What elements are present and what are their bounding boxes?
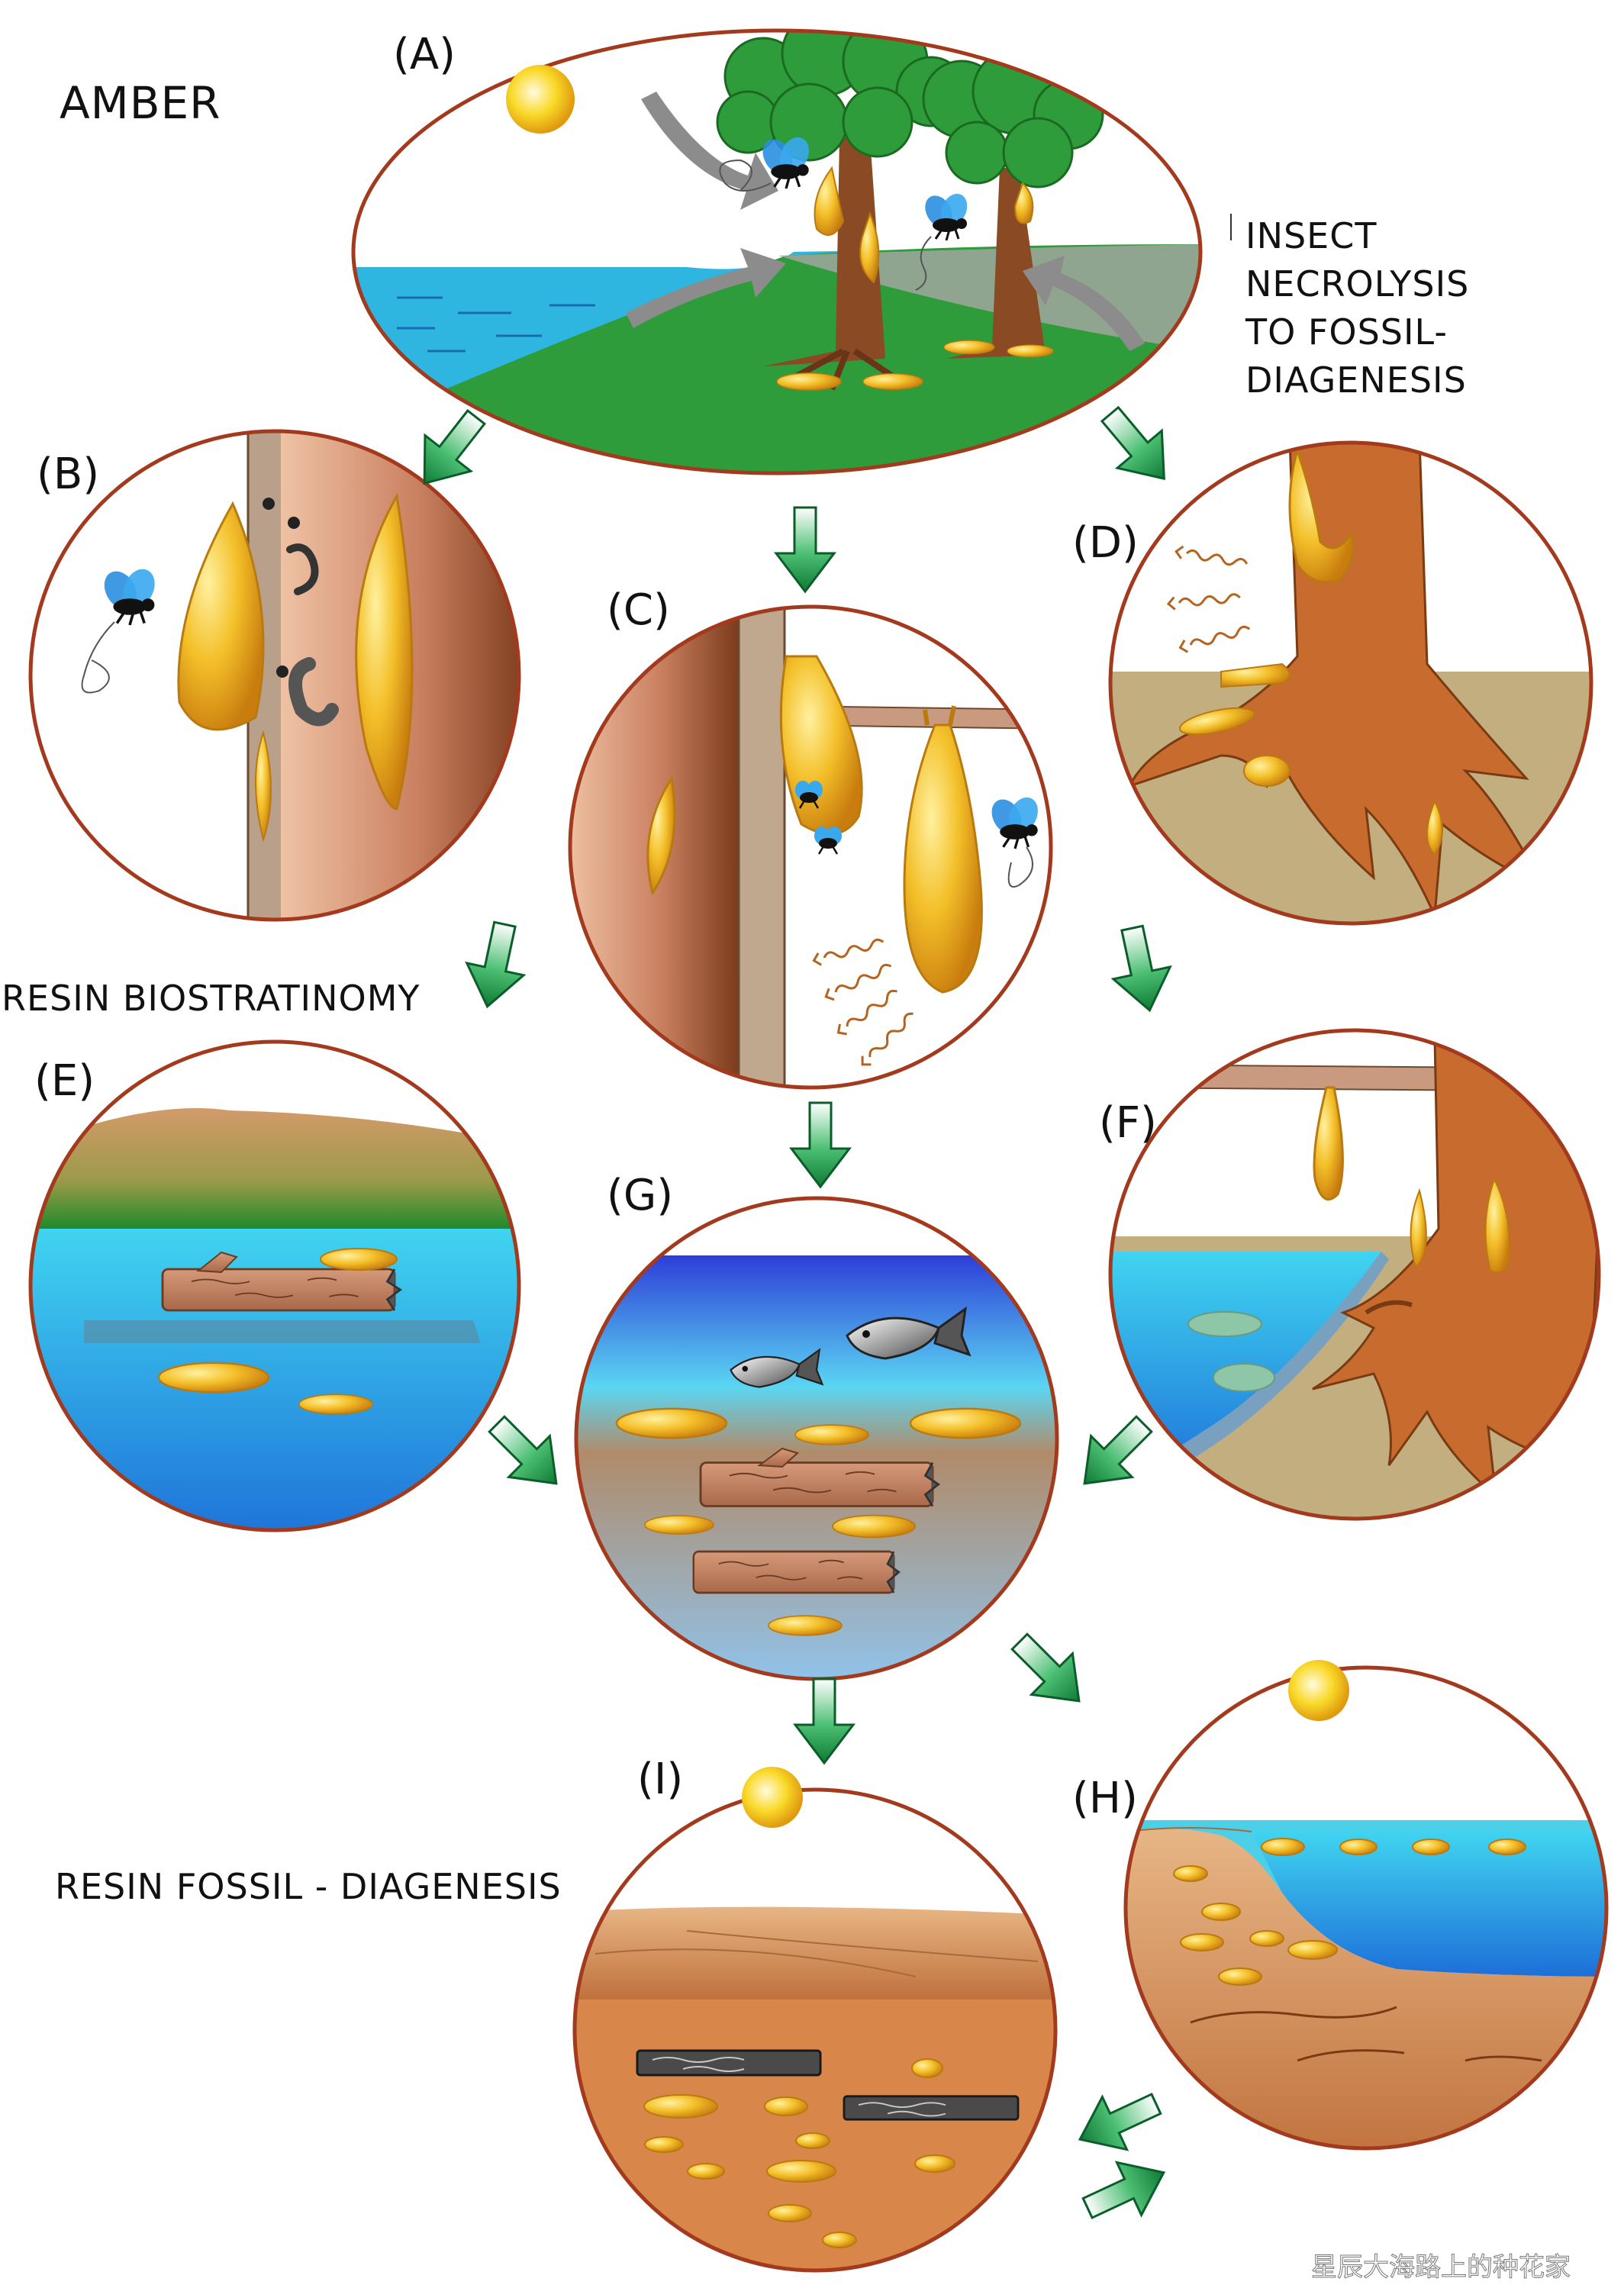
- panel-d-label: (D): [1072, 518, 1139, 568]
- panel-b: (B): [28, 429, 521, 922]
- panel-c-label: (C): [607, 585, 670, 635]
- panel-f: (F): [1099, 1028, 1601, 1521]
- sun-icon-i: [742, 1767, 803, 1828]
- panel-f-label: (F): [1099, 1098, 1157, 1148]
- panel-b-label: (B): [37, 450, 99, 499]
- biostratinomy-label: RESIN BIOSTRATINOMY: [2, 978, 420, 1019]
- sun-icon: [506, 65, 575, 134]
- arrow-a-to-c: [775, 506, 836, 593]
- necrolysis-label: INSECT NECROLYSIS TO FOSSIL- DIAGENESIS: [1245, 215, 1469, 401]
- necrolysis-line-2: NECROLYSIS: [1245, 263, 1469, 305]
- panel-e: (E): [28, 1039, 521, 1532]
- arrow-i-to-h: [1074, 2145, 1178, 2236]
- panel-i-label: (I): [637, 1755, 683, 1804]
- panel-g: (G): [574, 1171, 1059, 1681]
- panel-h-label: (H): [1072, 1774, 1138, 1823]
- necrolysis-line-3: TO FOSSIL-: [1245, 311, 1448, 353]
- panel-d: (D): [1072, 440, 1593, 926]
- arrow-f-to-g: [1062, 1402, 1166, 1506]
- panel-e-label: (E): [34, 1056, 95, 1106]
- arrow-c-to-g: [790, 1101, 851, 1188]
- panel-a-label: (A): [393, 30, 456, 79]
- arrow-b-to-e: [457, 917, 535, 1014]
- diagenesis-label: RESIN FOSSIL - DIAGENESIS: [55, 1866, 562, 1907]
- arrow-e-to-g: [475, 1402, 578, 1506]
- sun-icon-h: [1288, 1660, 1349, 1721]
- necrolysis-line-4: DIAGENESIS: [1245, 359, 1467, 401]
- necrolysis-line-1: INSECT: [1245, 215, 1377, 256]
- panel-h: (H): [1072, 1660, 1609, 2151]
- arrow-d-to-f: [1102, 920, 1180, 1018]
- arrow-a-to-d: [1087, 394, 1187, 499]
- panel-g-label: (G): [607, 1171, 673, 1220]
- diagram-title: AMBER: [60, 77, 221, 129]
- arrow-g-to-h: [997, 1619, 1101, 1723]
- panel-i: (I): [572, 1755, 1058, 2273]
- panel-a: (A): [351, 28, 1203, 475]
- panel-c: (C): [568, 585, 1053, 1090]
- watermark: 星辰大海路上的种花家: [1311, 2252, 1571, 2283]
- arrow-h-to-i: [1066, 2076, 1170, 2167]
- arrow-g-to-i: [794, 1677, 855, 1764]
